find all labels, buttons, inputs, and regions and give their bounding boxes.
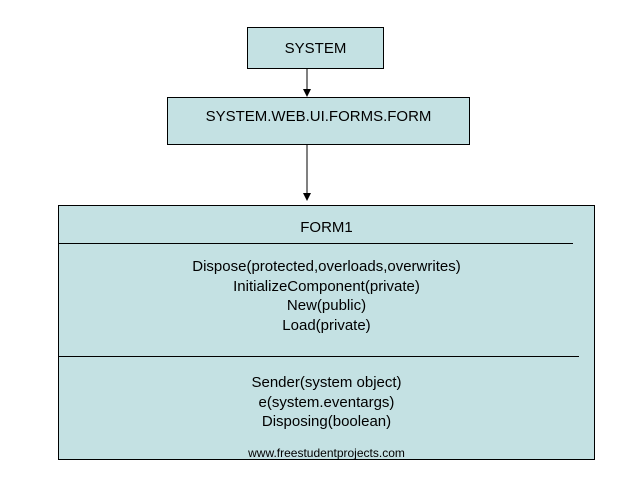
field-item: e(system.eventargs) — [258, 393, 395, 411]
method-item: New(public) — [286, 297, 367, 314]
form1-methods-list: Dispose(protected,overloads,overwrites) … — [59, 257, 594, 335]
form-class-box: SYSTEM.WEB.UI.FORMS.FORM — [167, 97, 470, 145]
field-item: Sender(system object) — [251, 374, 402, 391]
watermark-text: www.freestudentprojects.com — [248, 446, 405, 460]
form1-class-box: FORM1 Dispose(protected,overloads,overwr… — [58, 205, 595, 460]
form1-class-label: FORM1 — [300, 219, 353, 236]
method-item: Dispose(protected,overloads,overwrites) — [192, 258, 461, 275]
form1-fields-list: Sender(system object) e(system.eventargs… — [59, 373, 594, 432]
form1-methods-divider — [59, 356, 579, 357]
form1-title-divider — [59, 243, 573, 244]
system-class-box: SYSTEM — [247, 27, 384, 69]
method-item: InitializeComponent(private) — [233, 277, 420, 295]
field-item: Disposing(boolean) — [261, 413, 392, 430]
system-class-label: SYSTEM — [284, 39, 347, 57]
form-class-label: SYSTEM.WEB.UI.FORMS.FORM — [205, 108, 432, 125]
method-item: Load(private) — [282, 316, 371, 334]
